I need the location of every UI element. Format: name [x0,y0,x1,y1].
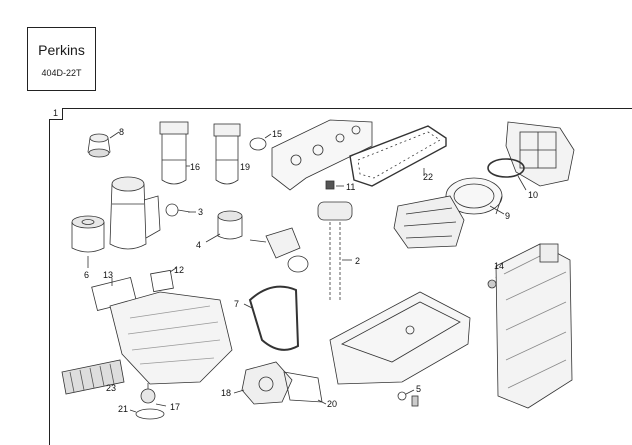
part-rocker-gasket-22[interactable] [349,125,447,187]
part-drain-plug-5[interactable] [397,391,419,407]
part-oil-filter-4[interactable] [217,210,243,240]
callout-7: 7 [234,299,240,309]
part-thermostat-seal-21[interactable] [135,408,165,420]
part-o-ring-15[interactable] [249,137,267,151]
callout-21: 21 [118,404,129,414]
callout-18: 18 [221,388,232,398]
part-radiator[interactable] [495,243,573,409]
part-air-filter-housing[interactable] [393,195,465,249]
part-filter-element-23[interactable] [61,359,125,395]
part-fuel-prefilter-16[interactable] [159,121,189,185]
part-hose-clamp-10[interactable] [487,158,525,178]
part-fuel-filter-6[interactable] [71,215,105,253]
part-oil-pan[interactable] [329,291,471,385]
callout-17: 17 [170,402,181,412]
callout-9: 9 [505,211,511,221]
part-oil-filler-cap[interactable] [87,133,111,158]
part-fuel-prefilter-19[interactable] [213,123,241,185]
part-thermostat-17[interactable] [140,383,156,404]
callout-19: 19 [240,162,251,172]
part-sump-housing[interactable] [109,291,233,385]
callout-6: 6 [84,270,90,280]
part-rocker-cover[interactable] [271,119,373,191]
part-dipstick-tube-2[interactable] [317,201,353,302]
callout-8: 8 [119,127,125,137]
callout-12: 12 [174,265,185,275]
callout-2: 2 [355,256,361,266]
callout-16: 16 [190,162,201,172]
callout-23: 23 [106,383,117,393]
callout-4: 4 [196,240,202,250]
part-water-pump-18[interactable] [241,361,293,405]
callout-13: 13 [103,270,114,280]
part-banjo-3[interactable] [165,203,191,217]
part-drive-belt-7[interactable] [248,285,300,351]
callout-22: 22 [423,172,434,182]
engine-model: 404D-22T [41,68,82,78]
callout-15: 15 [272,129,283,139]
callout-3: 3 [198,207,204,217]
part-intake-manifold[interactable] [505,121,575,187]
frame-label: 1 [49,108,63,120]
part-fuel-filter-assembly[interactable] [109,176,161,250]
part-gasket-12[interactable] [150,269,174,293]
part-oil-cooler[interactable] [249,227,309,273]
callout-14: 14 [494,261,505,271]
part-plug-14[interactable] [487,279,497,289]
part-11[interactable] [325,180,335,190]
callout-11: 11 [346,182,356,192]
engine-brand: Perkins [38,42,85,58]
title-block: Perkins 404D-22T [27,27,96,91]
diagram-frame [49,108,632,445]
callout-20: 20 [327,399,338,409]
part-gasket-20[interactable] [283,371,323,403]
callout-5: 5 [416,384,422,394]
callout-10: 10 [528,190,539,200]
